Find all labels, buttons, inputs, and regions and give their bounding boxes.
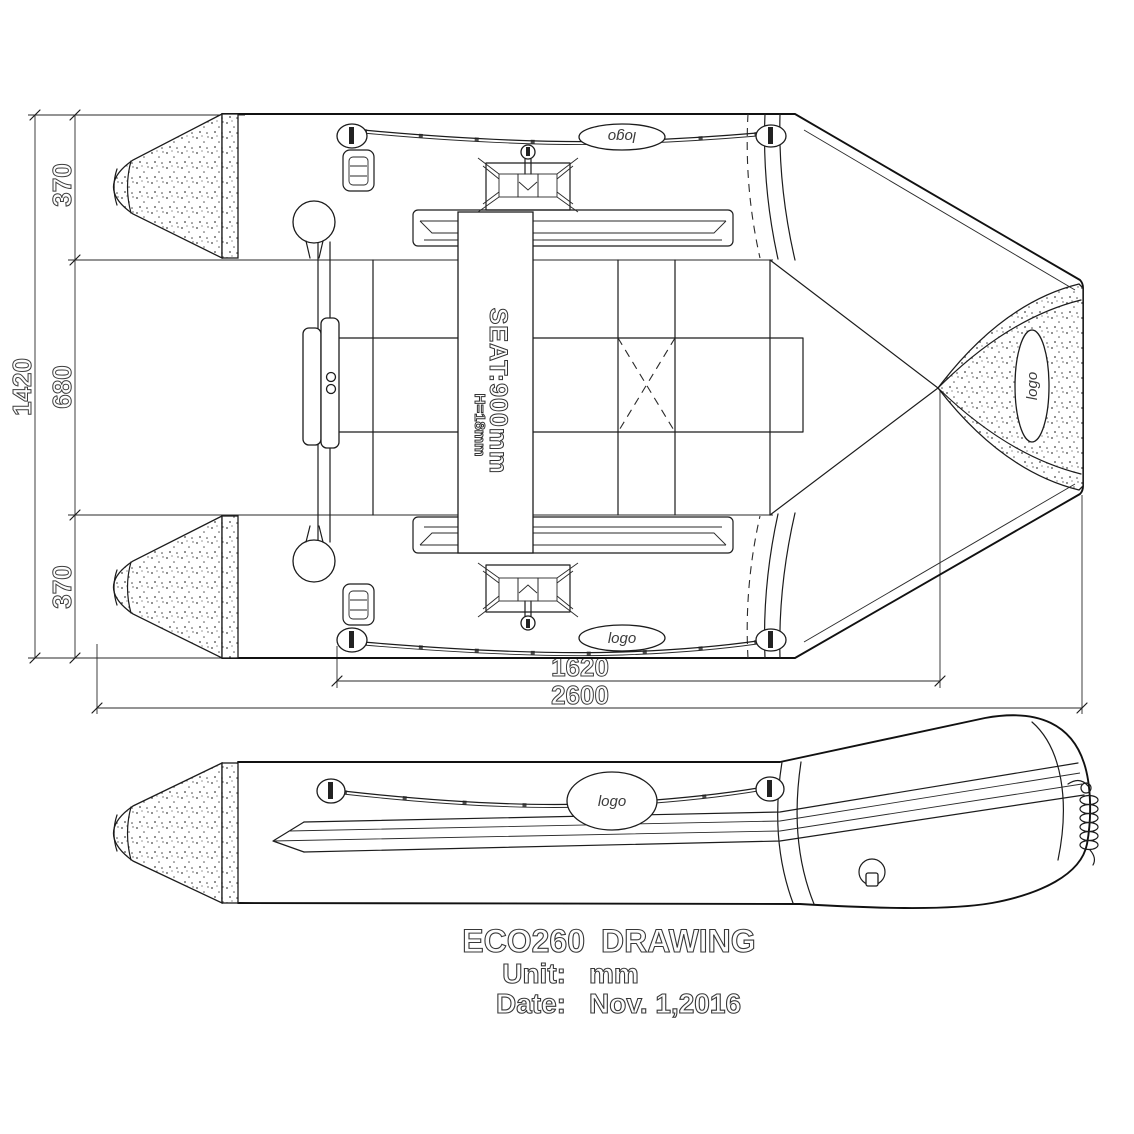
stowed-oars [292, 200, 340, 583]
bow-end-seam [1031, 721, 1064, 861]
beam-dimension-lines [29, 109, 81, 664]
stern-cone-bottom-tube [113, 514, 239, 660]
floor-cross-brace [617, 337, 676, 433]
top-view: 1420 370 680 370 1620 2600 [7, 109, 1088, 714]
air-valve-bottom [342, 583, 375, 626]
bow-rope-coil [1067, 779, 1099, 866]
bow-seam [777, 761, 794, 904]
date-label: Date: [496, 988, 566, 1019]
bow-logo-text: logo [1024, 372, 1041, 400]
rub-strake [272, 762, 1085, 853]
date-value: Nov. 1,2016 [589, 988, 741, 1019]
logo-patch-text: logo [608, 128, 636, 145]
grab-rope-top: logo [336, 123, 787, 151]
dim-cockpit-beam: 680 [47, 365, 77, 408]
dim-tube-top: 370 [47, 163, 77, 206]
seat-height-label: H=18mm [471, 394, 488, 457]
title-model: ECO260 [462, 923, 585, 959]
grab-rope-side: logo [316, 771, 785, 831]
title-type: DRAWING [601, 923, 756, 959]
oar-blade [302, 327, 322, 446]
dim-overall-length: 2600 [551, 680, 609, 710]
air-valve-top [342, 149, 375, 192]
stern-cone-top-tube [112, 112, 239, 260]
seat-label: SEAT:900mm [484, 308, 512, 475]
bow-handle [858, 858, 886, 887]
unit-label: Unit: [502, 958, 566, 989]
dim-cockpit-length: 1620 [551, 652, 609, 682]
dim-tube-bottom: 370 [47, 565, 77, 608]
title-block: ECO260 DRAWING Unit: mm Date: Nov. 1,201… [462, 922, 756, 1019]
seat-board: SEAT:900mm H=18mm [457, 211, 534, 554]
oarlock-top [477, 144, 579, 213]
dimension-extension-lines [28, 114, 1083, 714]
hull-outline-side [237, 714, 1092, 909]
side-view: logo [112, 714, 1099, 909]
stern-cone-side [112, 761, 239, 905]
bow-seam [796, 761, 815, 905]
oarlock-bottom [477, 562, 579, 631]
dim-overall-beam: 1420 [7, 358, 37, 416]
length-dimension-lines [91, 675, 1088, 714]
grab-rope-bottom: logo [336, 624, 787, 657]
logo-patch-text: logo [608, 630, 636, 647]
logo-patch-text: logo [598, 793, 626, 810]
oar-blade [320, 317, 340, 449]
unit-value: mm [589, 958, 639, 989]
bow-logo-patch: logo [1014, 329, 1050, 443]
